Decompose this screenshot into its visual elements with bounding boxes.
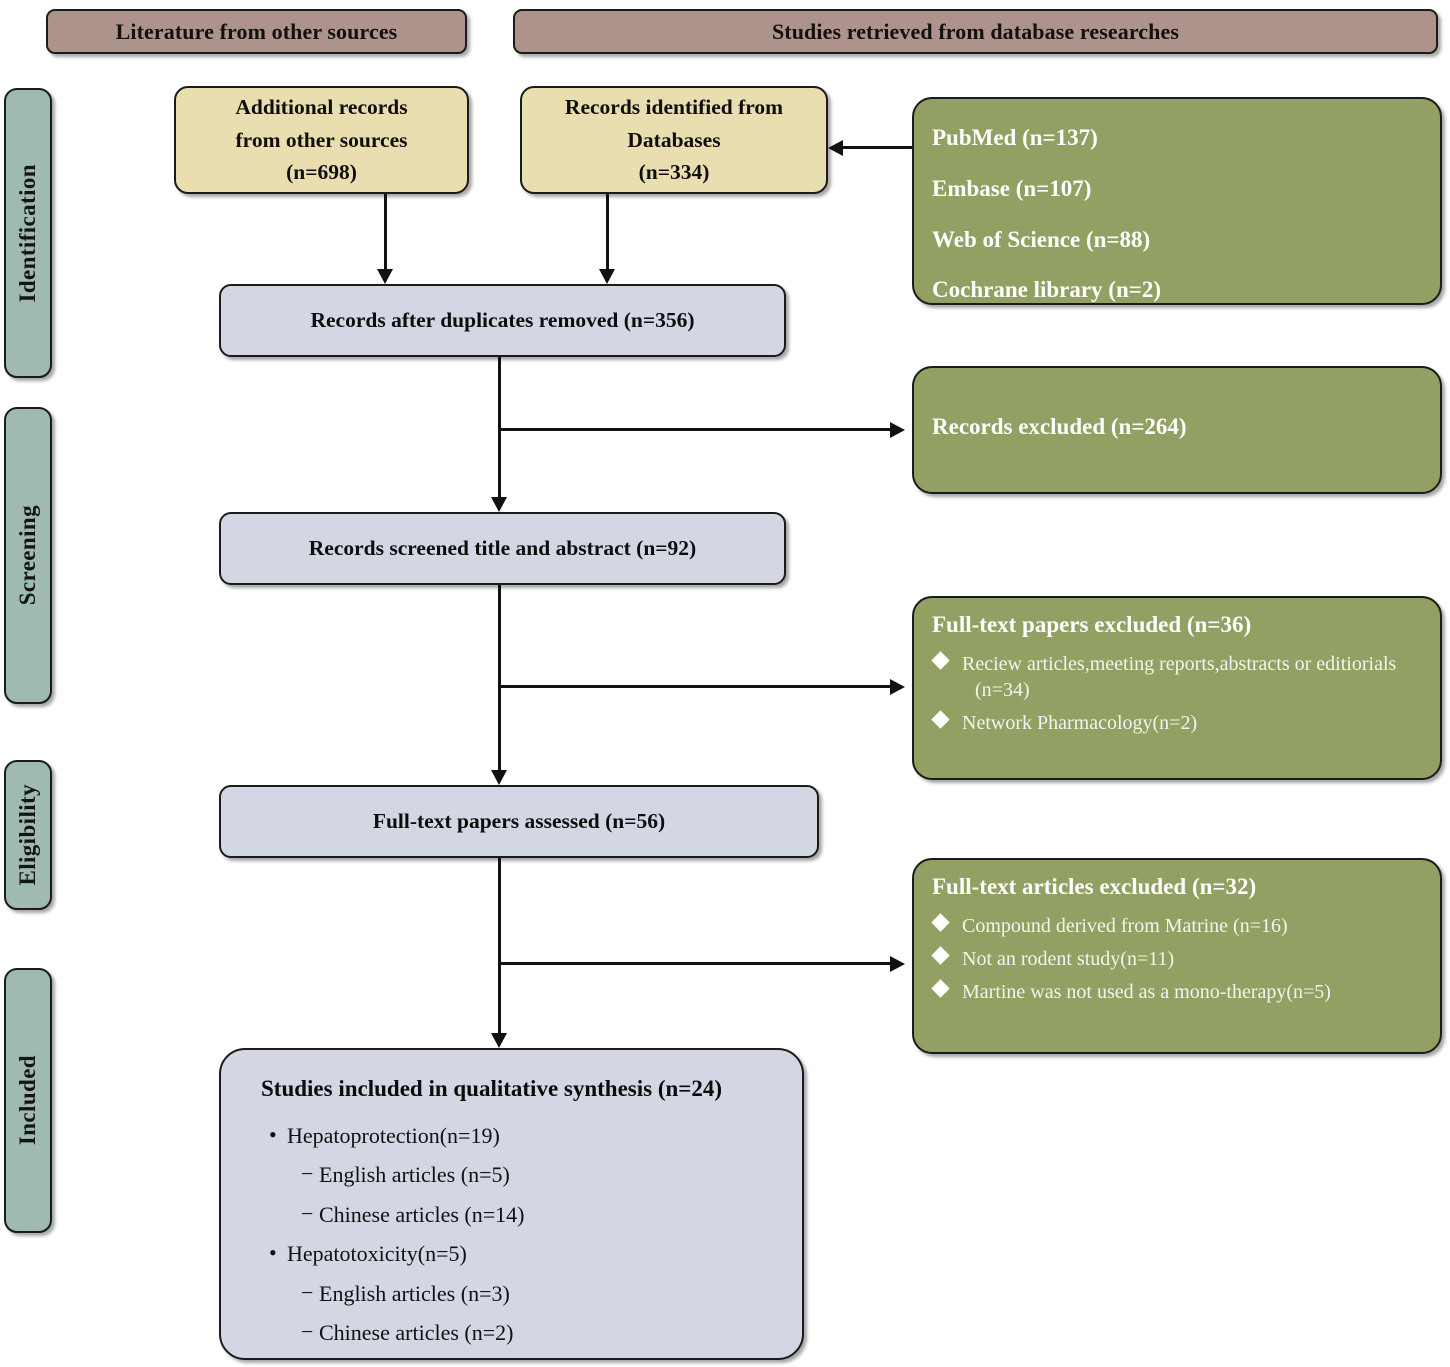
list-item: − Chinese articles (n=14) xyxy=(247,1200,776,1228)
bullet-dash-icon: − xyxy=(301,1279,314,1305)
diamond-bullet-icon xyxy=(931,710,950,729)
list-item: − English articles (n=3) xyxy=(247,1279,776,1307)
records-after-duplicates-label: Records after duplicates removed (n=356) xyxy=(310,308,695,332)
node-fulltext-papers-excluded: Full-text papers excluded (n=36) Reciew … xyxy=(912,596,1442,780)
exclusion-reason: Reciew articles,meeting reports,abstract… xyxy=(931,651,1424,703)
diamond-bullet-icon xyxy=(931,651,950,670)
additional-records-line1: Additional records xyxy=(235,95,408,119)
node-included-studies: Studies included in qualitative synthesi… xyxy=(219,1048,804,1360)
identified-databases-line1: Records identified from xyxy=(564,95,784,119)
bullet-dash-icon: − xyxy=(301,1161,314,1187)
database-source-pubmed: PubMed (n=137) xyxy=(932,125,1098,150)
exclusion-reason-text: Not an rodent study(n=11) xyxy=(962,948,1175,970)
list-item-label: Hepatotoxicity(n=5) xyxy=(287,1241,467,1267)
arrowhead-screened-to-assessed xyxy=(491,770,507,785)
exclusion-reason: Martine was not used as a mono-therapy(n… xyxy=(931,979,1424,1005)
exclusion-reason-text: Compound derived from Matrine (n=16) xyxy=(962,915,1288,937)
exclusion-reason-text: Network Pharmacology(n=2) xyxy=(962,712,1198,734)
exclusion-reason: Compound derived from Matrine (n=16) xyxy=(931,913,1424,939)
fulltext-articles-excluded-title: Full-text articles excluded (n=32) xyxy=(932,874,1257,899)
header-left-sources: Literature from other sources xyxy=(46,9,467,54)
bullet-dot-icon: • xyxy=(269,1240,277,1266)
fulltext-assessed-label: Full-text papers assessed (n=56) xyxy=(372,809,666,833)
exclusion-reason: Network Pharmacology(n=2) xyxy=(931,710,1424,736)
included-studies-list: • Hepatoprotection(n=19) − English artic… xyxy=(247,1112,776,1359)
connector-db-to-identified xyxy=(843,146,912,149)
identified-databases-line3: (n=334) xyxy=(638,160,710,185)
stage-tab-screening: Screening xyxy=(4,407,52,704)
arrowhead-fulltext-papers-excluded xyxy=(890,679,905,695)
node-fulltext-articles-excluded: Full-text articles excluded (n=32) Compo… xyxy=(912,858,1442,1054)
stage-tab-screening-label: Screening xyxy=(15,505,40,606)
node-records-after-duplicates: Records after duplicates removed (n=356) xyxy=(219,284,786,357)
bullet-dot-icon: • xyxy=(269,1122,277,1147)
additional-records-line3: (n=698) xyxy=(286,160,357,185)
node-database-sources: PubMed (n=137) Embase (n=107) Web of Sci… xyxy=(912,97,1442,305)
database-source-web-of-science: Web of Science (n=88) xyxy=(932,226,1151,252)
fulltext-articles-excluded-reasons: Compound derived from Matrine (n=16) Not… xyxy=(931,906,1424,1012)
list-item-label: Chinese articles (n=14) xyxy=(319,1201,525,1227)
arrowhead-fulltext-articles-excluded xyxy=(890,956,905,972)
header-right-label: Studies retrieved from database research… xyxy=(771,18,1180,44)
connector-branch-fulltext-papers-excluded xyxy=(498,685,890,688)
records-screened-label: Records screened title and abstract (n=9… xyxy=(308,536,697,560)
fulltext-papers-excluded-title: Full-text papers excluded (n=36) xyxy=(932,612,1252,637)
included-studies-title: Studies included in qualitative synthesi… xyxy=(261,1076,723,1101)
connector-duplicates-to-screened xyxy=(498,357,501,497)
list-item-label: Hepatoprotection(n=19) xyxy=(287,1123,500,1148)
node-records-excluded: Records excluded (n=264) xyxy=(912,366,1442,494)
diamond-bullet-icon xyxy=(931,979,950,998)
diamond-bullet-icon xyxy=(931,946,950,965)
header-right-databases: Studies retrieved from database research… xyxy=(513,9,1438,54)
node-records-screened: Records screened title and abstract (n=9… xyxy=(219,512,786,585)
diamond-bullet-icon xyxy=(931,913,950,932)
arrowhead-additional-to-duplicates xyxy=(377,269,393,284)
database-source-embase: Embase (n=107) xyxy=(932,175,1092,201)
connector-additional-to-duplicates xyxy=(384,194,387,269)
list-item: − Chinese articles (n=2) xyxy=(247,1318,776,1346)
fulltext-papers-excluded-reasons: Reciew articles,meeting reports,abstract… xyxy=(931,644,1424,743)
bullet-dash-icon: − xyxy=(301,1200,314,1226)
connector-branch-records-excluded xyxy=(498,428,890,431)
additional-records-line2: from other sources xyxy=(235,127,408,152)
connector-identified-to-duplicates xyxy=(606,194,609,269)
node-additional-records: Additional records from other sources (n… xyxy=(174,86,469,194)
arrowhead-records-excluded xyxy=(890,422,905,438)
list-item-label: English articles (n=3) xyxy=(319,1280,510,1306)
exclusion-reason: Not an rodent study(n=11) xyxy=(931,946,1424,972)
stage-tab-included: Included xyxy=(4,968,52,1233)
node-records-identified-databases: Records identified from Databases (n=334… xyxy=(520,86,828,194)
arrowhead-duplicates-to-screened xyxy=(491,497,507,512)
node-fulltext-assessed: Full-text papers assessed (n=56) xyxy=(219,785,819,858)
connector-assessed-to-included xyxy=(498,858,501,1033)
header-left-label: Literature from other sources xyxy=(115,18,398,44)
exclusion-reason-text: Reciew articles,meeting reports,abstract… xyxy=(962,653,1397,675)
identified-databases-line2: Databases xyxy=(627,127,721,152)
list-item: − English articles (n=5) xyxy=(247,1161,776,1188)
list-item-label: English articles (n=5) xyxy=(319,1162,510,1188)
list-item-label: Chinese articles (n=2) xyxy=(319,1319,514,1345)
database-source-cochrane: Cochrane library (n=2) xyxy=(932,277,1162,303)
connector-branch-fulltext-articles-excluded xyxy=(498,962,890,965)
list-item: • Hepatoprotection(n=19) xyxy=(247,1122,776,1149)
bullet-dash-icon: − xyxy=(301,1318,314,1344)
records-excluded-label: Records excluded (n=264) xyxy=(932,414,1187,439)
exclusion-reason-cont: (n=34) xyxy=(975,679,1030,701)
stage-tab-eligibility: Eligibility xyxy=(4,760,52,910)
stage-tab-eligibility-label: Eligibility xyxy=(15,784,40,886)
arrowhead-db-to-identified xyxy=(828,140,843,156)
stage-tab-identification-label: Identification xyxy=(15,163,40,303)
connector-screened-to-assessed xyxy=(498,585,501,770)
stage-tab-included-label: Included xyxy=(15,1055,40,1146)
stage-tab-identification: Identification xyxy=(4,88,52,378)
list-item: • Hepatotoxicity(n=5) xyxy=(247,1240,776,1267)
arrowhead-identified-to-duplicates xyxy=(599,269,615,284)
exclusion-reason-text: Martine was not used as a mono-therapy(n… xyxy=(962,981,1331,1003)
arrowhead-assessed-to-included xyxy=(491,1033,507,1048)
